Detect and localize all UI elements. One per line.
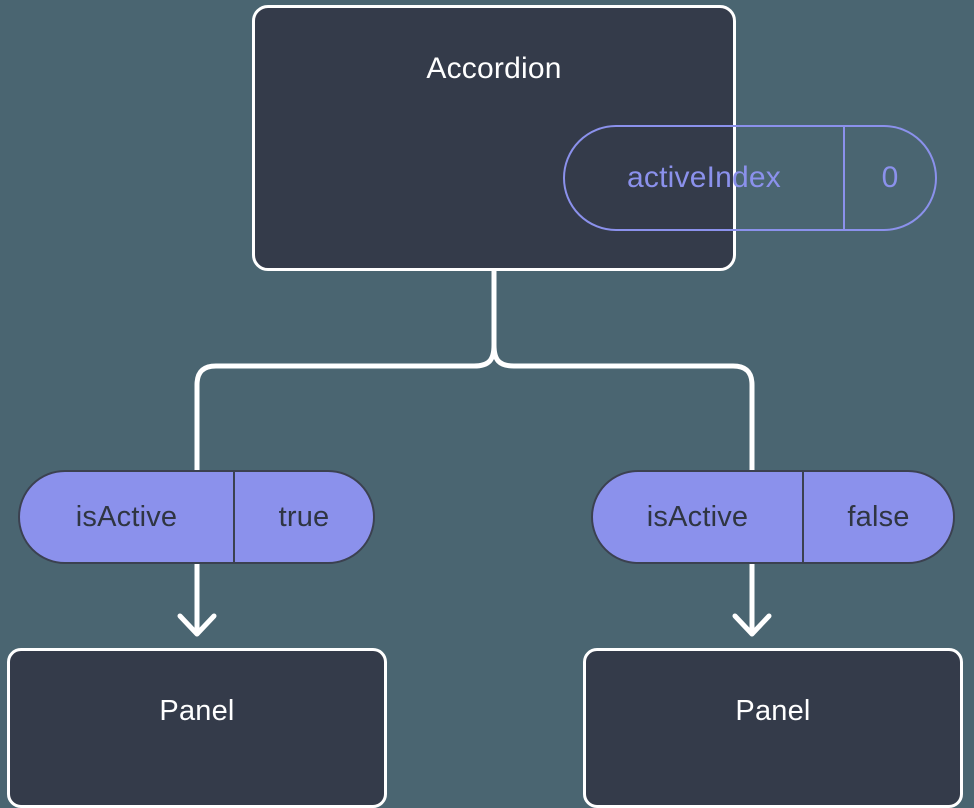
prop-badge-key: isActive	[20, 472, 235, 562]
prop-badge-isactive-true[interactable]: isActive true	[18, 470, 375, 564]
prop-badge-value: true	[278, 500, 330, 533]
connector-fork-right	[491, 344, 755, 470]
diagram-canvas: Accordion activeIndex 0 isActive true is…	[7, 5, 963, 808]
prop-badge-isactive-false[interactable]: isActive false	[591, 470, 955, 564]
panel-title: Panel	[735, 695, 811, 727]
component-node-panel-left[interactable]: Panel	[7, 648, 387, 808]
component-node-panel-right[interactable]: Panel	[583, 648, 963, 808]
panel-title: Panel	[159, 695, 235, 727]
state-badge-activeindex[interactable]: activeIndex 0	[563, 125, 937, 231]
state-badge-key: activeIndex	[565, 127, 845, 229]
prop-badge-key: isActive	[593, 472, 804, 562]
component-node-accordion[interactable]: Accordion activeIndex 0	[252, 5, 937, 271]
state-badge-value: 0	[881, 161, 899, 194]
accordion-title: Accordion	[426, 52, 562, 85]
arrow-right-head-icon	[732, 613, 772, 637]
connector-fork	[194, 344, 497, 470]
prop-badge-value: false	[847, 500, 910, 533]
arrow-left-head-icon	[177, 613, 217, 637]
